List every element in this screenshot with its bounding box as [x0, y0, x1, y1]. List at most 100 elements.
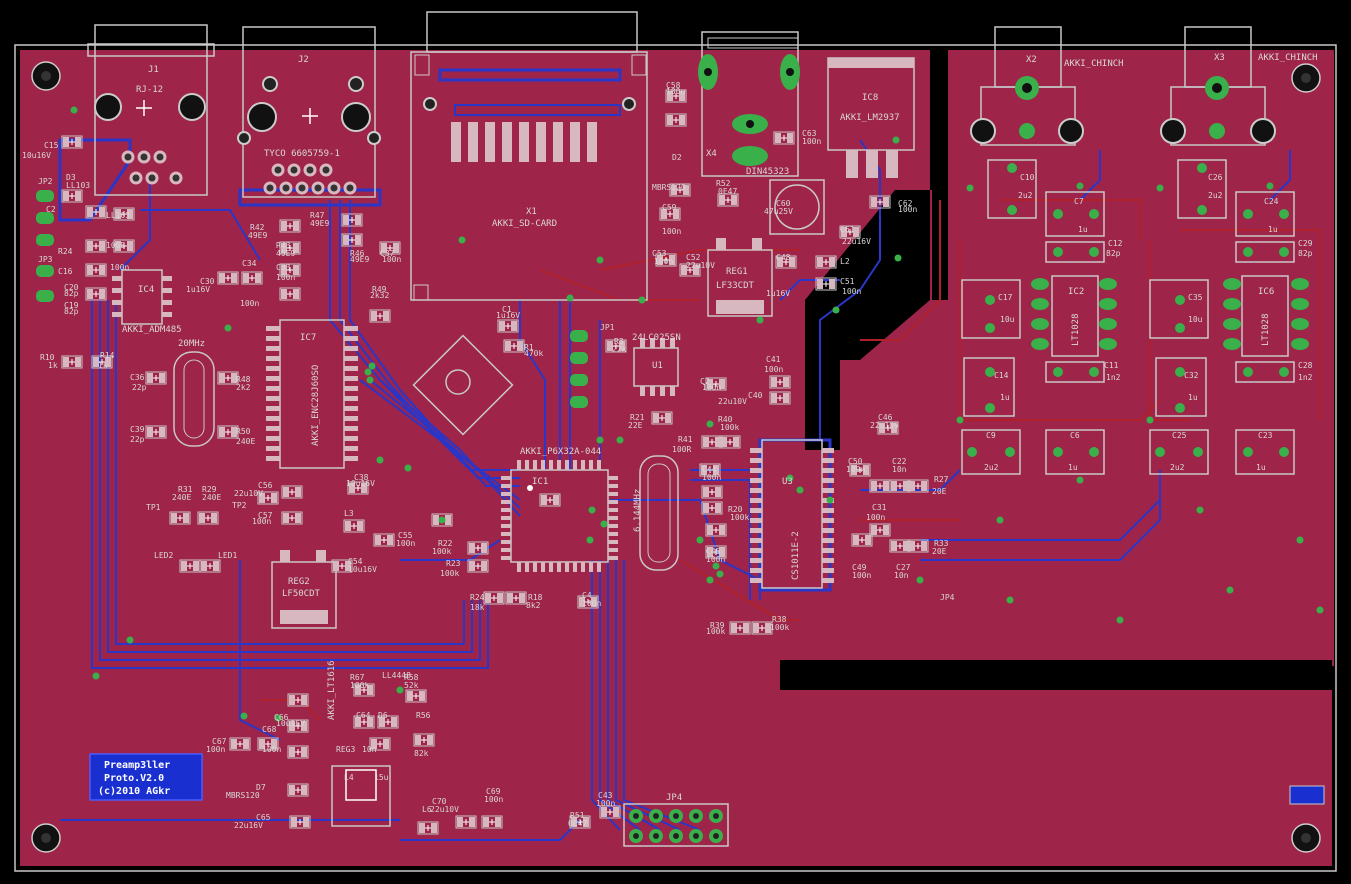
- label-ic2-ref: IC2: [1068, 287, 1084, 297]
- component-label: 100R: [672, 445, 691, 454]
- switch-sw1[interactable]: [412, 334, 514, 436]
- regulator-reg2[interactable]: [271, 550, 337, 629]
- ic-lt1028-b[interactable]: [1223, 275, 1309, 357]
- ic-adm485[interactable]: [112, 269, 172, 325]
- ic-lt1028-a[interactable]: [1031, 275, 1117, 357]
- component-label: 100k: [770, 623, 789, 632]
- ic-enc28j60[interactable]: [266, 319, 358, 469]
- component-label: C35: [1188, 293, 1203, 302]
- component-label: C69: [486, 787, 501, 796]
- connector-x4-din[interactable]: [698, 31, 800, 177]
- component-label: R29: [202, 485, 217, 494]
- component-label: D7: [256, 783, 266, 792]
- component-label: 100n: [706, 555, 725, 564]
- component-label: MBRS120: [652, 183, 686, 192]
- component-label: 100n: [662, 227, 681, 236]
- component-label: R39: [710, 621, 725, 630]
- label-ic2-value: LT1028: [1071, 313, 1081, 346]
- component-label: 1u: [1268, 225, 1278, 234]
- component-label: 100n: [846, 465, 865, 474]
- component-label: R51: [570, 811, 585, 820]
- component-label: L2: [840, 257, 850, 266]
- component-label: C27: [896, 563, 911, 572]
- ic-cs1011e[interactable]: [750, 439, 834, 589]
- component-label: C66: [274, 713, 289, 722]
- component-label: R14: [100, 351, 115, 360]
- component-label: C10: [1020, 173, 1035, 182]
- ic-lm2937[interactable]: [827, 57, 915, 178]
- component-label: 100n: [654, 257, 673, 266]
- component-label: R40: [718, 415, 733, 424]
- component-labels: C1510u16VD3LL103LL103JP2C2R24100E100nJP3…: [22, 81, 1313, 830]
- ic-labels: IC7 AKKI_ENC28J60SO IC1 AKKI_P6X32A-044 …: [122, 93, 1274, 720]
- crystal-q1[interactable]: [639, 455, 679, 571]
- connector-x2-chinch[interactable]: [970, 26, 1084, 146]
- label-ic4-value: AKKI_ADM485: [122, 325, 182, 335]
- ic-p8x32a[interactable]: [501, 460, 618, 572]
- component-label: C36: [130, 373, 145, 382]
- connector-x3-chinch[interactable]: [1160, 26, 1276, 146]
- label-u1-ref: U1: [652, 361, 663, 371]
- label-x4-value: DIN45323: [746, 167, 789, 177]
- component-label: 10u16V: [276, 719, 305, 728]
- component-label: 82k: [414, 749, 429, 758]
- label-x3-ref: X3: [1214, 53, 1225, 63]
- component-label: 49E9: [310, 219, 329, 228]
- component-label: C20: [64, 283, 79, 292]
- component-label: C7: [1074, 197, 1084, 206]
- component-label: 2u2: [1170, 463, 1185, 472]
- connector-j2[interactable]: [237, 26, 381, 198]
- regulator-reg1[interactable]: [707, 238, 773, 317]
- component-label: 1u: [1068, 463, 1078, 472]
- label-ic5-value: CS1011E-2: [791, 531, 801, 580]
- label-ic8-ref: IC8: [862, 93, 878, 103]
- component-label: 22u10V: [686, 261, 715, 270]
- component-label: 22u10V: [870, 421, 899, 430]
- component-label: D6: [378, 711, 388, 720]
- component-label: C4: [582, 591, 592, 600]
- component-label: C58: [666, 81, 681, 90]
- component-label: C12: [1108, 239, 1123, 248]
- label-reg2-value: LF50CDT: [282, 589, 321, 599]
- component-label: C56: [258, 481, 273, 490]
- component-label: 1u: [1000, 393, 1010, 402]
- label-j1-ref: J1: [148, 65, 159, 75]
- label-x2-ref: X2: [1026, 55, 1037, 65]
- component-label: 100n: [110, 263, 129, 272]
- component-label: LED1: [218, 551, 237, 560]
- label-ic1-value: AKKI_P6X32A-044: [520, 447, 601, 457]
- component-label: REG3: [336, 745, 355, 754]
- vias: [70, 106, 1324, 722]
- component-label: C25: [1172, 431, 1187, 440]
- component-label: C26: [1208, 173, 1223, 182]
- header-jp4[interactable]: [623, 803, 729, 847]
- info-box: Preamp3ller Proto.V2.0 (c)2010 AGkr: [89, 753, 203, 801]
- crystal-q2[interactable]: [173, 351, 215, 447]
- inductor-l4[interactable]: [331, 765, 391, 827]
- label-jp4-ref: JP4: [666, 793, 682, 803]
- connector-x1-sd-card[interactable]: [410, 11, 648, 301]
- label-j2-ref: J2: [298, 55, 309, 65]
- component-label: D3: [66, 173, 76, 182]
- component-label: C30: [200, 277, 215, 286]
- label-ic7-ref: IC7: [300, 333, 316, 343]
- component-label: C65: [256, 813, 271, 822]
- component-label: R23: [446, 559, 461, 568]
- ic-24lc025[interactable]: [633, 338, 679, 396]
- component-label: C52: [686, 253, 701, 262]
- elcap-c60[interactable]: [769, 179, 825, 235]
- label-ic6-value: LT1028: [1261, 313, 1271, 346]
- component-label: 100n: [484, 795, 503, 804]
- component-label: C64: [356, 711, 371, 720]
- connector-j1[interactable]: [87, 24, 215, 196]
- smd-components[interactable]: [61, 89, 929, 835]
- component-label: 82p: [64, 289, 79, 298]
- component-label: 1u16V: [496, 311, 520, 320]
- component-label: 240E: [236, 437, 255, 446]
- label-j1-value: RJ-12: [136, 85, 163, 95]
- component-label: C6: [1070, 431, 1080, 440]
- component-label: C70: [432, 797, 447, 806]
- component-label: C62: [898, 199, 913, 208]
- component-label: 100n: [252, 517, 271, 526]
